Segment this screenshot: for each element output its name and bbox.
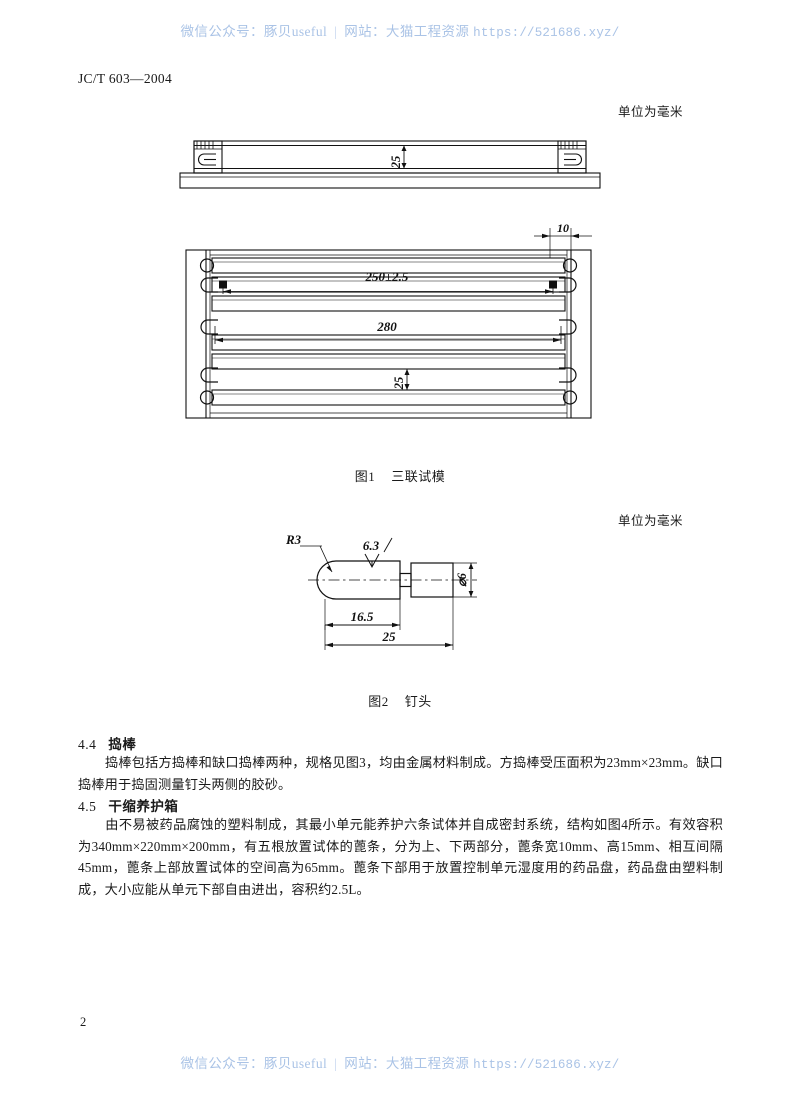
figure1-title: 三联试模 [391, 469, 446, 484]
section-number-4-5: 4.5 [78, 799, 97, 814]
watermark-url: https://521686.xyz/ [473, 26, 620, 40]
section-body-text-4-5: 由不易被药品腐蚀的塑料制成，其最小单元能养护六条试体并自成密封系统，结构如图4所… [78, 817, 723, 897]
dim-plan-overall-length: 280 [376, 319, 397, 334]
dim-nailhead-roughness: 6.3 [363, 538, 380, 553]
figure2-label: 图2 [368, 694, 389, 709]
figure2-nailhead-drawing: R3 6.3 ⌀6 16.5 25 [272, 530, 512, 663]
dim-nailhead-total-length: 25 [382, 629, 397, 644]
watermark-separator: | [334, 24, 338, 39]
standard-number: JC/T 603—2004 [78, 71, 173, 86]
dim-plan-length-tolerance: 250±2.5 [365, 269, 409, 284]
watermark-site-label-bottom: 网站：大猫工程资源 [344, 1056, 470, 1071]
section-body-4-4: 捣棒包括方捣棒和缺口捣棒两种，规格见图3，均由金属材料制成。方捣棒受压面积为23… [78, 752, 723, 795]
figure1-caption: 图1 三联试模 [0, 466, 800, 485]
watermark-bottom: 微信公众号：豚贝useful | 网站：大猫工程资源 https://521686.… [0, 1052, 800, 1072]
figure2-title: 钉头 [404, 694, 432, 709]
watermark-wechat-label-bottom: 微信公众号：豚贝useful [180, 1056, 328, 1071]
section-heading-4-4: 4.4 捣棒 [78, 733, 136, 753]
section-title-4-5: 干缩养护箱 [108, 799, 179, 814]
section-title-4-4: 捣棒 [108, 737, 137, 752]
watermark-url-bottom: https://521686.xyz/ [473, 1058, 620, 1072]
watermark-top: 微信公众号：豚贝useful | 网站：大猫工程资源 https://521686.… [0, 20, 800, 40]
dim-nailhead-diameter: ⌀6 [455, 572, 469, 587]
figure2-caption: 图2 钉头 [0, 691, 800, 710]
figure1-elevation-drawing: 25 [176, 132, 604, 201]
watermark-site-label: 网站：大猫工程资源 [344, 24, 470, 39]
dim-nailhead-head-length: 16.5 [351, 609, 374, 624]
dim-plan-channel-width: 25 [392, 377, 406, 391]
figure1-plan-drawing: 250±2.5 280 25 10 [182, 221, 602, 432]
dim-elevation-height: 25 [389, 156, 403, 170]
page-number: 2 [80, 1015, 87, 1029]
section-heading-4-5: 4.5 干缩养护箱 [78, 795, 178, 815]
watermark-wechat-label: 微信公众号：豚贝useful [180, 24, 328, 39]
section-body-4-5: 由不易被药品腐蚀的塑料制成，其最小单元能养护六条试体并自成密封系统，结构如图4所… [78, 814, 723, 900]
section-body-text-4-4: 捣棒包括方捣棒和缺口捣棒两种，规格见图3，均由金属材料制成。方捣棒受压面积为23… [78, 755, 723, 792]
dim-plan-edge-width: 10 [557, 222, 569, 235]
figure1-label: 图1 [354, 469, 376, 484]
watermark-separator-bottom: | [334, 1056, 338, 1071]
unit-note-figure1: 单位为毫米 [618, 105, 684, 119]
section-number-4-4: 4.4 [78, 737, 97, 752]
unit-note-figure2: 单位为毫米 [618, 514, 684, 528]
dim-nailhead-radius: R3 [285, 532, 302, 547]
